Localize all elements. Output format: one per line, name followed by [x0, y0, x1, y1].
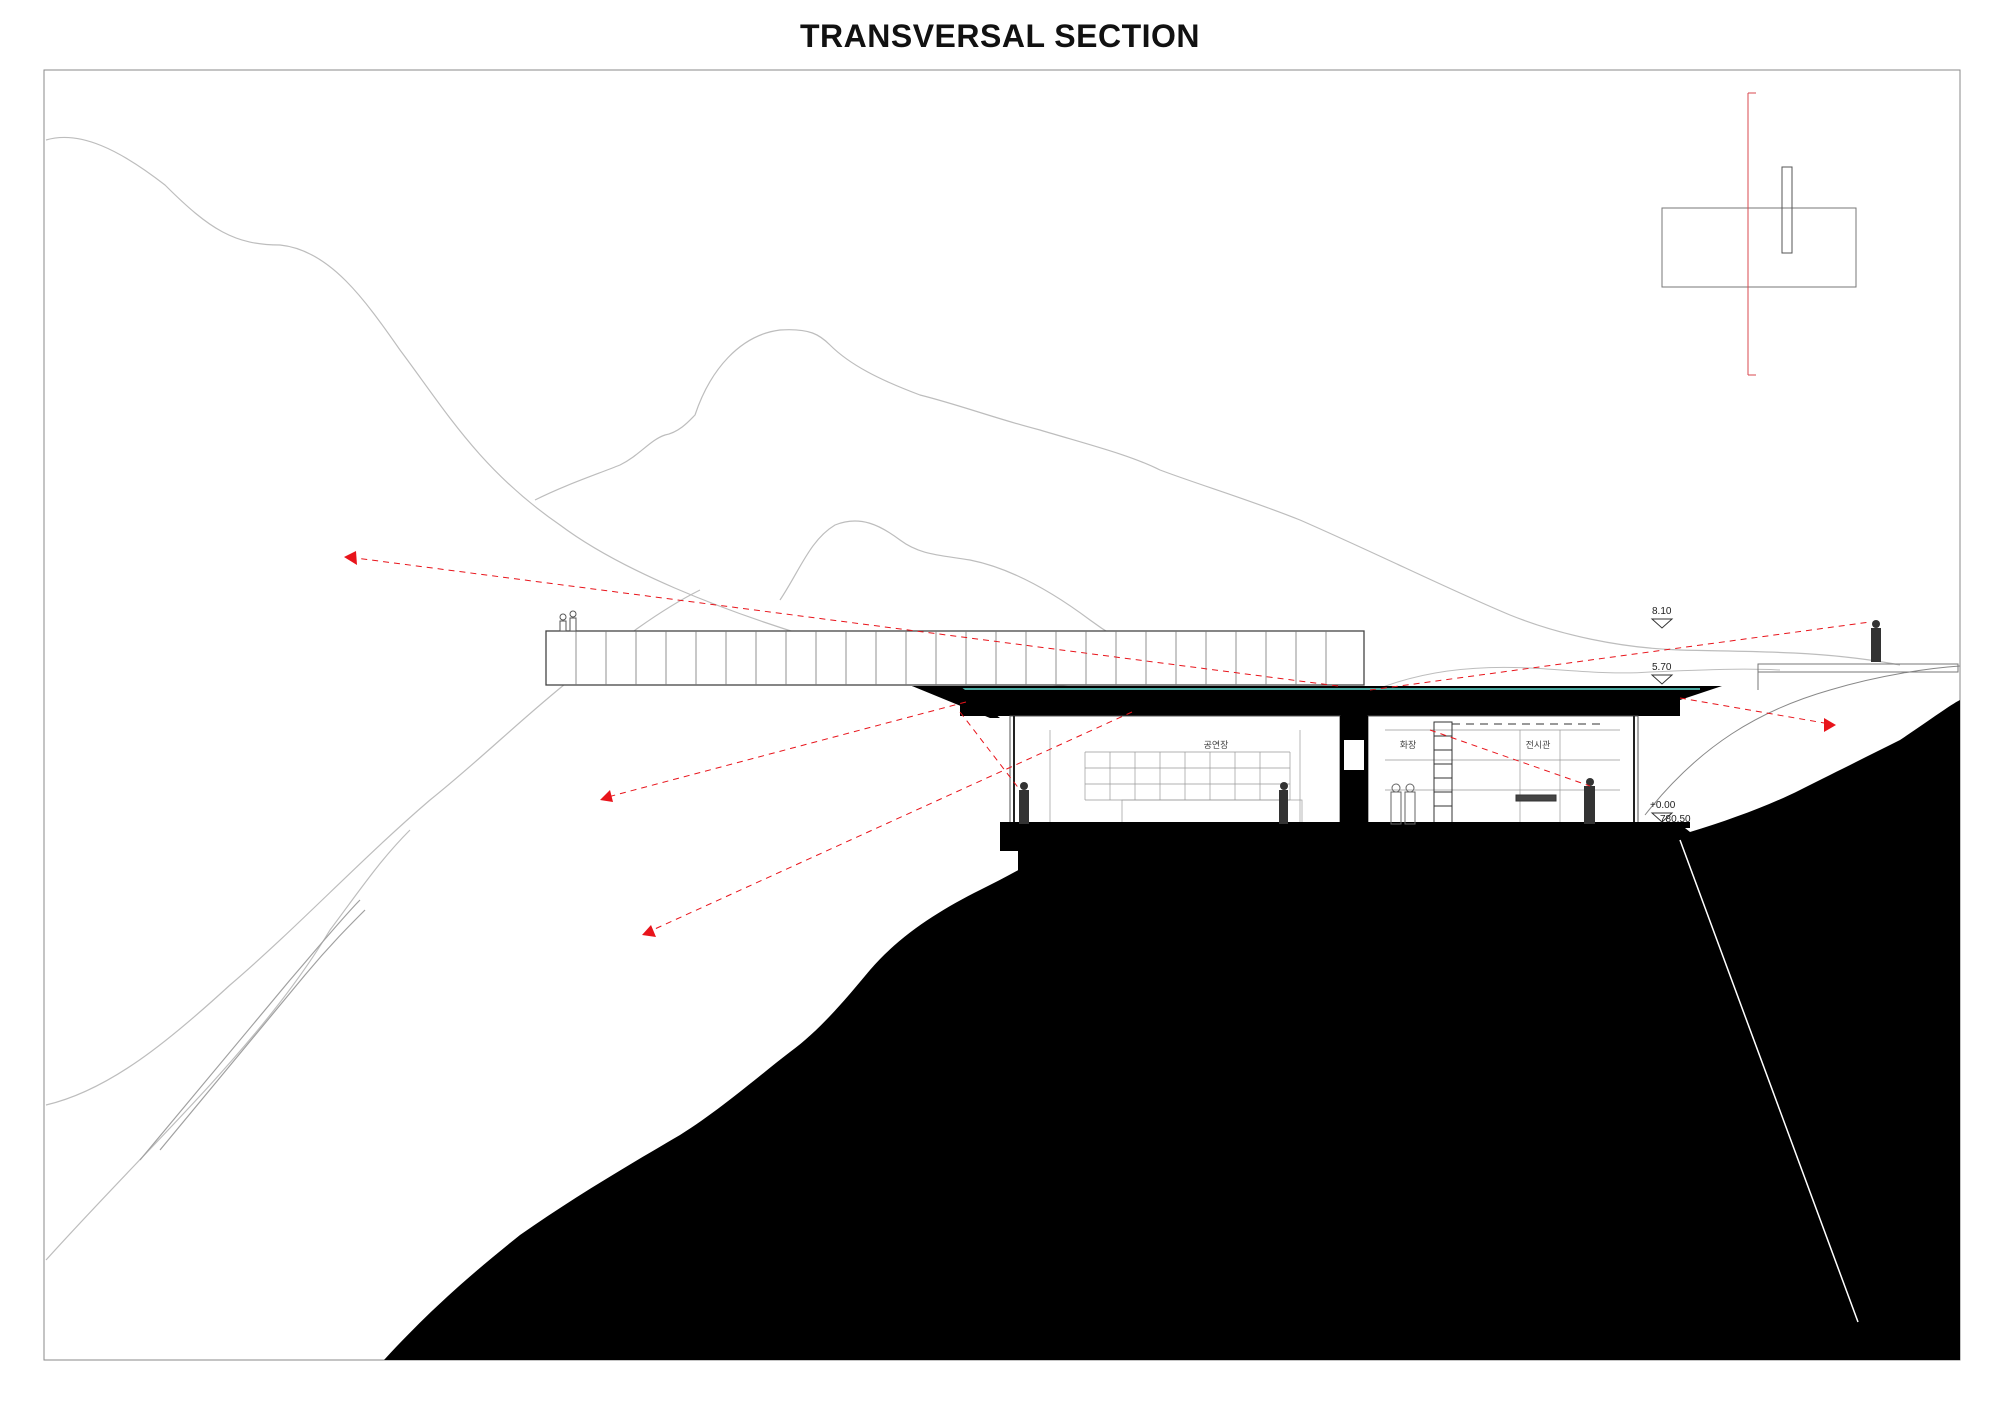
drawing-title: TRANSVERSAL SECTION	[799, 18, 1201, 54]
sightlines	[347, 556, 1871, 934]
roof-slab-band	[960, 696, 1680, 716]
svg-text:8.10: 8.10	[1652, 606, 1672, 617]
figure-1	[1019, 782, 1029, 824]
figure-3	[1390, 783, 1416, 825]
retaining-wall-line	[1679, 839, 1859, 1323]
room-label-right: 전시관	[1526, 740, 1551, 750]
right-hill-line	[1374, 666, 1781, 691]
level-roof-top: 8.10	[1650, 606, 1674, 629]
roof-edge-left	[912, 686, 1000, 718]
sightline-2	[603, 701, 967, 799]
arrowhead-2	[600, 790, 613, 802]
figure-4	[1584, 778, 1595, 824]
figure-5	[1871, 620, 1881, 662]
room-label-left: 공연장	[1204, 740, 1229, 750]
floor-slab	[1000, 822, 1690, 828]
terrain-mass-right	[1018, 700, 1960, 1360]
road-cut-2	[159, 909, 366, 1151]
right-slope-line	[1644, 665, 1961, 816]
valley-slope-lower	[45, 829, 411, 1261]
rooftop-figures	[559, 610, 577, 632]
svg-text:5.70: 5.70	[1652, 662, 1672, 673]
svg-text:+0.00: +0.00	[1650, 800, 1676, 811]
right-viewing-deck	[1757, 663, 1959, 690]
svg-text:780.50: 780.50	[1660, 814, 1691, 825]
pavilion-room-left	[1009, 715, 1341, 826]
gallery-box	[545, 630, 1365, 686]
cantilever-gallery	[545, 610, 1365, 686]
room-label-mid: 화장	[1400, 740, 1417, 750]
mountain-ridge-back	[45, 136, 1101, 691]
core-wall	[1340, 716, 1368, 825]
pavilion-room-right	[1367, 715, 1639, 826]
arrowhead-3	[642, 925, 656, 937]
core-wall-gap	[1344, 740, 1364, 770]
key-plan-tower	[1781, 166, 1793, 254]
sightline-6	[959, 711, 1021, 791]
human-figures	[1019, 620, 1881, 825]
arrowhead-4	[1824, 718, 1836, 732]
level-roof-mid: 5.70	[1650, 662, 1674, 685]
arrowhead-1	[344, 551, 357, 565]
gallery-mullions	[575, 631, 1327, 685]
road-cut-1	[139, 899, 361, 1161]
sightline-5	[1369, 621, 1871, 691]
roof-slab	[912, 686, 1722, 718]
mountain-ridge-peak	[534, 329, 1901, 666]
key-plan	[1661, 92, 1857, 376]
level-floor: +0.00 780.50	[1650, 800, 1691, 825]
foundation-step	[1018, 851, 1020, 910]
sightline-arrowheads	[344, 551, 1836, 937]
figure-2	[1279, 782, 1288, 824]
sightline-3	[645, 711, 1133, 934]
sightline-4	[1679, 697, 1831, 725]
level-markers: 8.10 5.70 +0.00 780.50	[1650, 606, 1691, 825]
sightline-1	[347, 556, 1339, 687]
key-plan-outline	[1661, 207, 1857, 288]
foundation-block	[1000, 825, 1018, 851]
